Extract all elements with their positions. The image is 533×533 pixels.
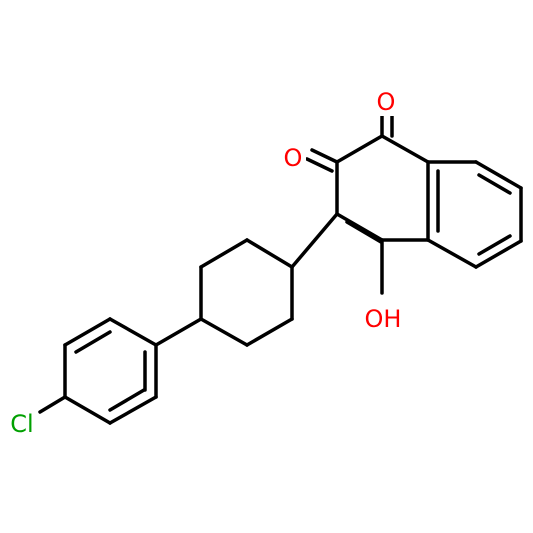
bond bbox=[199, 238, 249, 269]
ring-link-bond bbox=[290, 212, 339, 269]
ring-link-bond bbox=[154, 317, 203, 347]
carbonyl-bond bbox=[310, 148, 339, 164]
carbonyl-oxygen-label-1: O bbox=[377, 88, 396, 116]
bond bbox=[426, 238, 478, 269]
bond bbox=[245, 238, 294, 269]
chlorophenyl-ring bbox=[38, 317, 158, 425]
carbonyl-bond bbox=[305, 157, 334, 173]
hydroxyl-label: OH bbox=[365, 305, 402, 333]
benzo-ring bbox=[426, 160, 523, 269]
double-bond-inner bbox=[74, 330, 112, 354]
bond bbox=[63, 395, 112, 425]
bond bbox=[199, 317, 249, 347]
double-bond-inner bbox=[477, 173, 512, 195]
bond bbox=[335, 212, 384, 242]
bond bbox=[335, 134, 384, 164]
chlorine-label: Cl bbox=[10, 410, 33, 438]
cyclohexane-ring bbox=[199, 238, 294, 347]
double-bond-inner bbox=[477, 234, 512, 256]
carbonyl-oxygen-label-2: O bbox=[284, 144, 303, 172]
double-bond-inner bbox=[108, 388, 146, 412]
quinone-ring bbox=[305, 113, 430, 295]
bond bbox=[108, 317, 158, 347]
bond bbox=[63, 317, 112, 347]
bond bbox=[245, 317, 294, 347]
bond bbox=[474, 160, 523, 190]
bond bbox=[108, 395, 158, 425]
chlorine-bond bbox=[38, 395, 67, 414]
double-bond-inner bbox=[345, 220, 383, 244]
atom-labels: O O OH Cl bbox=[6, 88, 402, 438]
bond bbox=[474, 239, 523, 269]
bond bbox=[380, 134, 430, 164]
